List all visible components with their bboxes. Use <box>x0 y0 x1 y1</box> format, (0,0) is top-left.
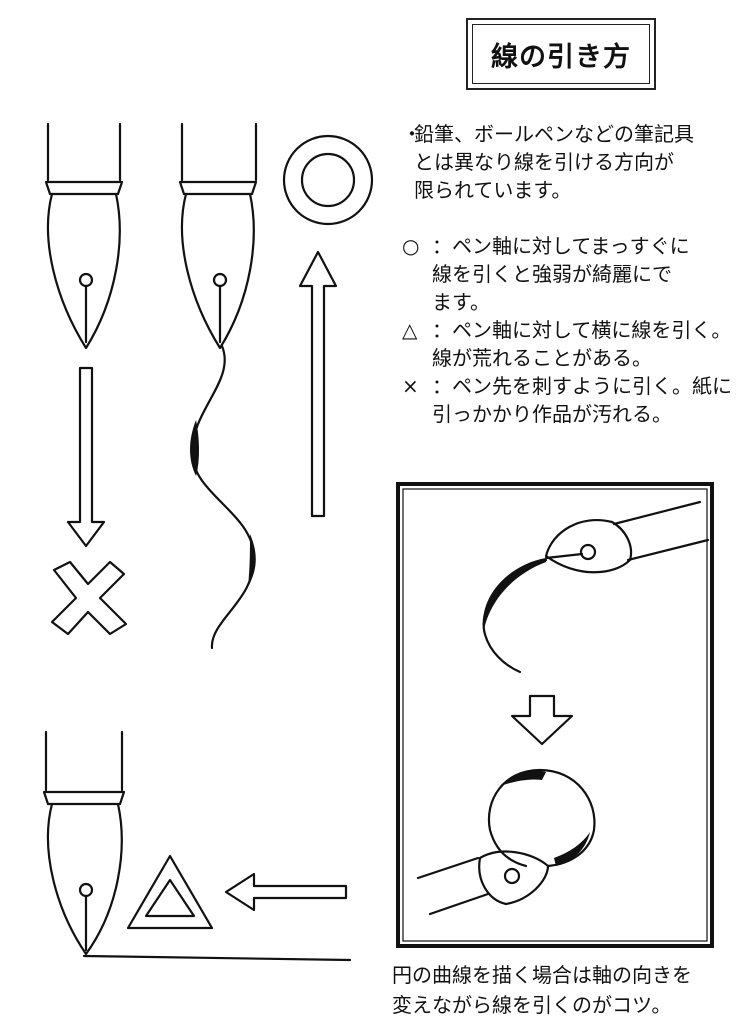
rule-triangle-line-1: ：ペン軸に対して横に線を引く。 <box>432 318 732 342</box>
rule-cross-line-2: 引っかかり作品が汚れる。 <box>432 402 672 426</box>
rule-circle: ○ ：ペン軸に対してまっすぐに 線を引くと強弱が綺麗にで ます。 <box>402 232 732 316</box>
left-arrow-shape <box>224 872 348 912</box>
caption-line-1: 円の曲線を描く場合は軸の向きを <box>392 963 692 987</box>
intro-bullet: ・ <box>402 122 422 146</box>
up-arrow-shape <box>298 250 338 518</box>
page-title-frame: 線の引き方 <box>466 18 656 90</box>
rule-circle-line-1: ：ペン軸に対してまっすぐに <box>432 234 690 258</box>
wavy-ink-line <box>190 344 256 650</box>
panel-caption: 円の曲線を描く場合は軸の向きを 変えながら線を引くのがコツ。 <box>392 960 692 1020</box>
intro-line-3: 限られています。 <box>414 178 572 202</box>
page-title: 線の引き方 <box>491 41 631 73</box>
circle-technique-panel <box>396 482 714 948</box>
rule-triangle-line-2: 線が荒れることがある。 <box>432 346 652 370</box>
caption-line-2: 変えながら線を引くのがコツ。 <box>392 993 672 1017</box>
intro-line-2: とは異なり線を引ける方向が <box>414 150 674 174</box>
pen-nib-push-illustration <box>44 122 124 350</box>
triangle-symbol: △ <box>402 318 418 342</box>
rules-list: ○ ：ペン軸に対してまっすぐに 線を引くと強弱が綺麗にで ます。 △ ：ペン軸に対し… <box>402 232 732 428</box>
rule-circle-line-2: 線を引くと強弱が綺麗にで <box>432 262 672 286</box>
rule-cross-line-1: ：ペン先を刺すように引く。紙に <box>432 374 732 398</box>
down-arrow-shape <box>66 366 106 548</box>
rule-circle-line-3: ます。 <box>432 290 490 314</box>
intro-line-1: 鉛筆、ボールペンなどの筆記具 <box>414 122 694 146</box>
pen-nib-sideways-illustration <box>42 730 352 962</box>
x-mark-shape <box>50 560 128 636</box>
rule-triangle: △ ：ペン軸に対して横に線を引く。 線が荒れることがある。 <box>402 316 732 372</box>
triangle-mark-shape <box>126 854 214 930</box>
pen-nib-straight-illustration <box>178 122 258 350</box>
intro-paragraph: ・鉛筆、ボールペンなどの筆記具 とは異なり線を引ける方向が 限られています。 <box>402 120 694 204</box>
rule-cross: × ：ペン先を刺すように引く。紙に 引っかかり作品が汚れる。 <box>402 372 732 428</box>
circle-symbol: ○ <box>402 234 420 258</box>
circle-mark-shape <box>282 134 374 226</box>
cross-symbol: × <box>402 374 419 398</box>
